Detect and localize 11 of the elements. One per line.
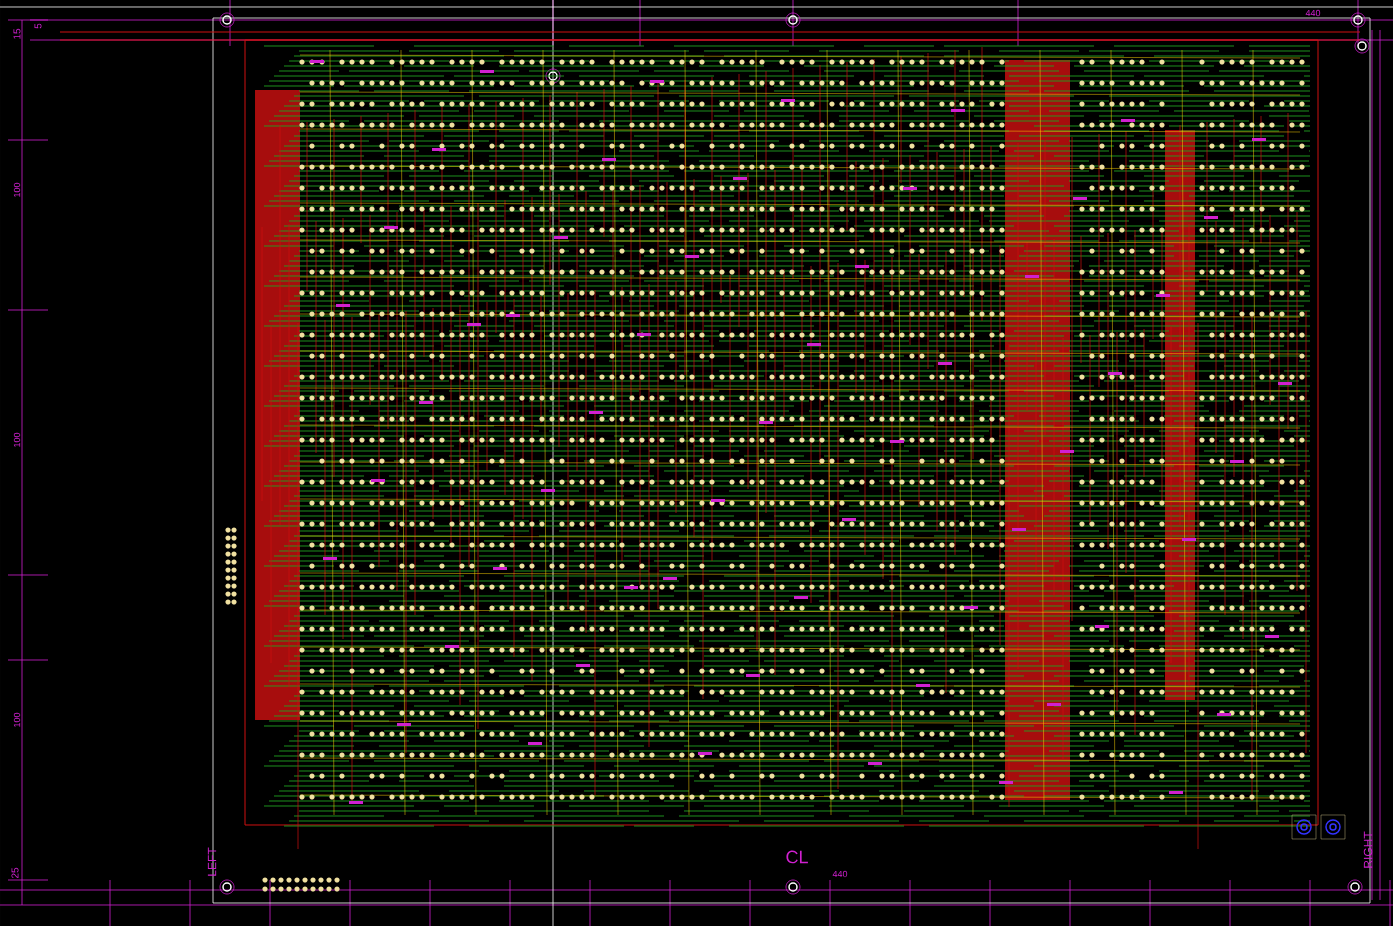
dimension-text: 440 (832, 870, 848, 878)
side-label: LEFT (207, 847, 217, 876)
dimension-text: 5 (34, 23, 42, 29)
centerline-label: CL (786, 850, 808, 864)
dimension-text: 100 (13, 182, 21, 197)
dimension-text: 100 (13, 712, 21, 727)
dimension-text: 100 (13, 432, 21, 447)
dimension-text: 15 (13, 28, 21, 39)
dimension-text: 25 (11, 867, 19, 879)
side-label: RIGHT (1363, 831, 1373, 868)
dimension-text: 440 (1305, 9, 1321, 17)
